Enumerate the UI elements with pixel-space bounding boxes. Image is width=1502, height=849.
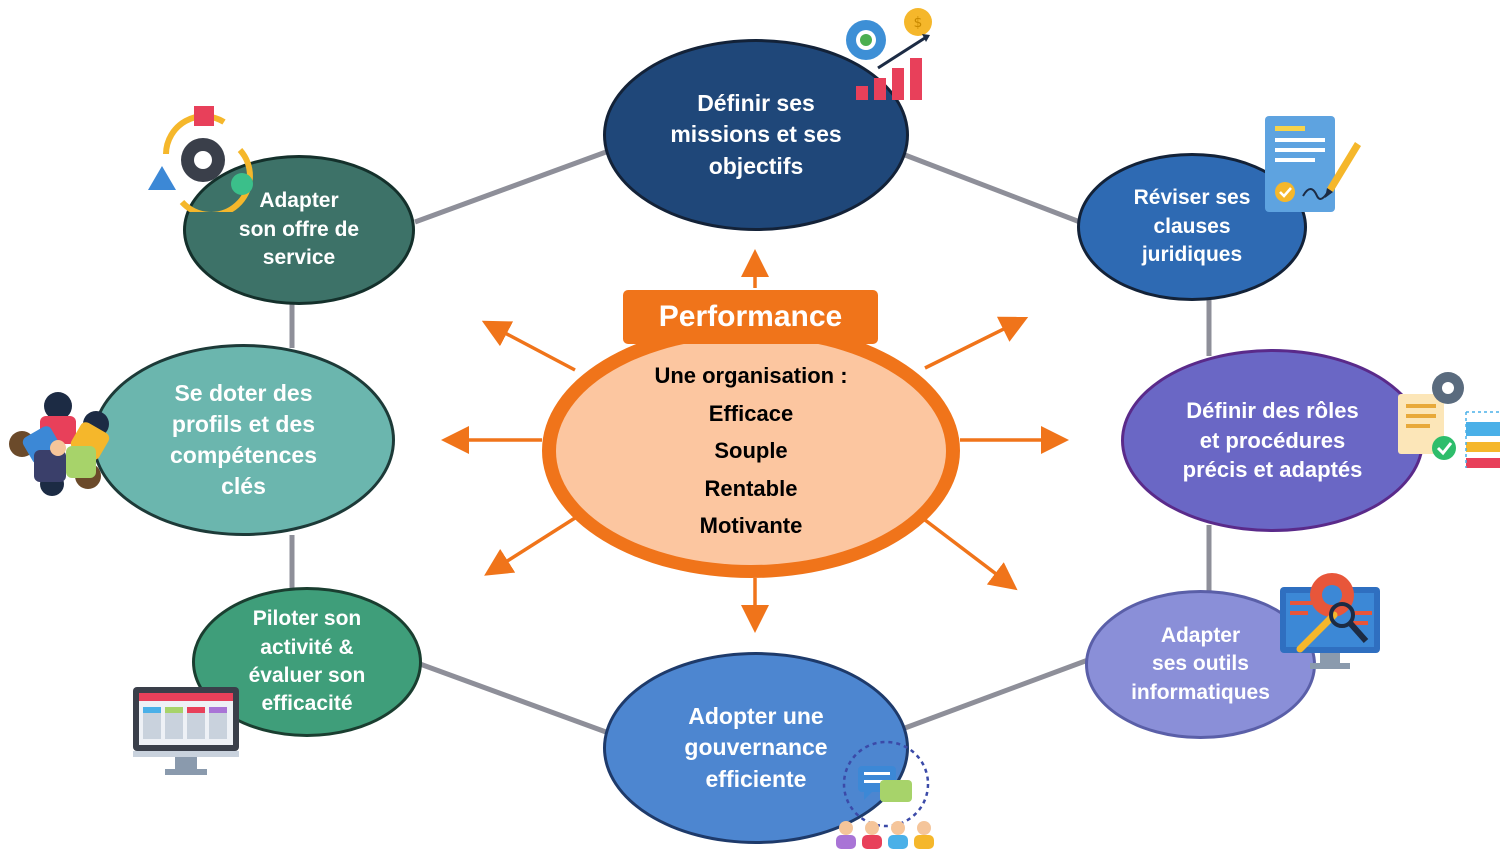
node-profils-label: Se doter des profils et des compétences … — [169, 379, 317, 500]
node-missions-label: Définir ses missions et ses objectifs — [670, 90, 842, 179]
node-profils: Se doter des profils et des compétences … — [92, 344, 395, 536]
node-outils-label: Adapter ses outils informatiques — [1131, 623, 1270, 704]
node-missions: Définir ses missions et ses objectifs — [603, 39, 909, 231]
center-text: Une organisation : Efficace Souple Renta… — [556, 357, 946, 545]
contract-pen-icon — [1265, 116, 1361, 212]
connector-offre-missions — [414, 149, 607, 225]
process-cycle-icon — [148, 106, 253, 212]
node-gouvernance: Adopter une gouvernance efficiente — [603, 652, 909, 844]
growth-chart-icon: $ — [846, 8, 932, 100]
node-clauses-label: Réviser ses clauses juridiques — [1133, 186, 1251, 267]
dashboard-monitor-icon — [133, 687, 239, 775]
center-line-efficace: Efficace — [708, 400, 794, 426]
performance-banner: Performance — [623, 290, 878, 344]
center-line-organisation: Une organisation : — [654, 363, 848, 388]
arrow-up-left — [481, 320, 576, 372]
node-roles-label: Définir des rôles et procédures précis e… — [1182, 397, 1363, 483]
node-gouvernance-label: Adopter une gouvernance efficiente — [684, 703, 828, 792]
svg-text:$: $ — [914, 15, 923, 31]
node-piloter-label: Piloter son activité & évaluer son effic… — [248, 607, 366, 716]
arrow-down-right — [923, 518, 1018, 591]
arrow-up-right — [924, 316, 1029, 370]
repair-monitor-icon — [1280, 573, 1380, 669]
node-outils: Adapter ses outils informatiques — [1085, 590, 1316, 739]
performance-title: Performance — [658, 300, 843, 333]
team-puzzle-icon — [9, 392, 110, 496]
center-ellipse — [556, 337, 946, 565]
connector-missions-clauses — [904, 152, 1081, 225]
center-line-souple: Souple — [714, 438, 788, 463]
center-line-rentable: Rentable — [704, 475, 798, 501]
team-chat-icon — [836, 740, 934, 849]
node-offre-label: Adapter son offre de service — [238, 189, 360, 270]
connector-outils-gouvernance — [904, 657, 1089, 731]
arrow-down-left — [484, 516, 576, 576]
procedure-settings-icon — [1398, 372, 1500, 468]
node-roles: Définir des rôles et procédures précis e… — [1121, 349, 1424, 532]
node-offre: Adapter son offre de service — [183, 155, 415, 305]
connector-piloter-gouvernance — [419, 661, 607, 735]
center-line-motivante: Motivante — [699, 513, 803, 538]
